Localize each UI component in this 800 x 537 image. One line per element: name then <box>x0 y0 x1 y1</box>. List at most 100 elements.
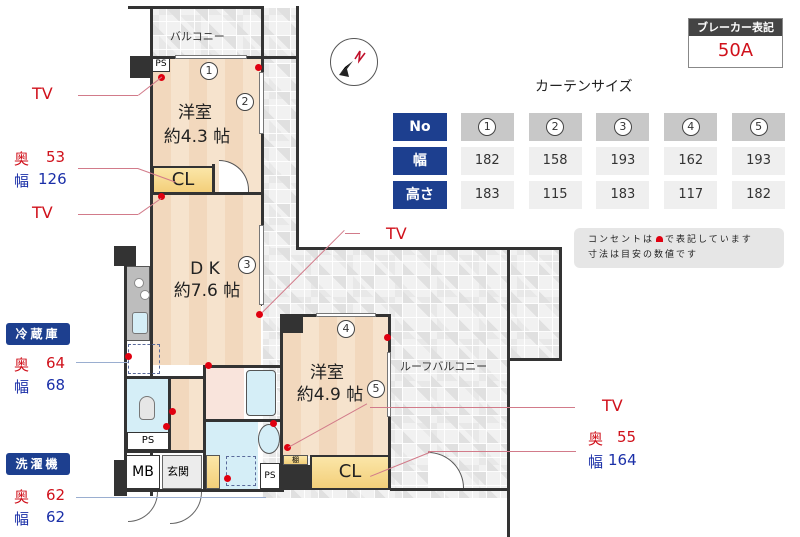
closet-1[interactable]: CL <box>152 166 214 194</box>
ps-box-1: PS <box>152 58 170 72</box>
dk-room <box>153 195 261 365</box>
window-2[interactable] <box>259 72 264 134</box>
height-cell-3: 183 <box>596 181 650 209</box>
compass-needle-icon <box>339 50 366 77</box>
leader-line <box>76 497 266 498</box>
cl-width-value: 126 <box>38 170 67 188</box>
wall <box>203 365 206 489</box>
wall <box>280 316 283 491</box>
outlet <box>169 408 176 415</box>
curtain-no-1: 1 <box>478 118 497 136</box>
wall <box>283 465 310 490</box>
entrance: 玄関 <box>162 455 202 489</box>
tv-label-4: TV <box>602 396 623 415</box>
cl2-depth-label: 奥 <box>588 430 604 448</box>
outlet <box>224 475 231 482</box>
window-1[interactable] <box>175 55 247 59</box>
washer-width-value: 62 <box>46 508 66 526</box>
window-4[interactable] <box>316 313 376 317</box>
outlet <box>205 362 212 369</box>
window-3[interactable] <box>259 225 264 305</box>
wall <box>283 315 303 333</box>
wall <box>507 247 510 537</box>
leader-line <box>78 168 138 169</box>
width-cell-2: 158 <box>528 147 582 175</box>
toilet-icon <box>139 396 155 420</box>
wall <box>124 450 204 453</box>
leader-line <box>428 451 576 452</box>
mb-box: MB <box>126 455 160 489</box>
wall <box>203 365 283 368</box>
stove-burner-icon <box>134 278 144 288</box>
table-row-no: No 1 2 3 4 5 <box>393 113 785 141</box>
wall <box>150 192 262 195</box>
cl-width-label: 幅 <box>14 172 30 190</box>
outlet <box>270 420 277 427</box>
window-5[interactable] <box>387 352 391 417</box>
hallway <box>171 379 204 450</box>
compass <box>330 38 378 86</box>
leader-line <box>370 407 575 408</box>
washer-depth-label: 奥 <box>14 488 30 506</box>
width-cell-1: 182 <box>460 147 514 175</box>
washer-space <box>226 456 256 486</box>
leader-line <box>78 214 138 215</box>
western-room-1-name: 洋室 <box>178 103 212 123</box>
curtain-no-2: 2 <box>546 118 565 136</box>
cl-depth-value: 53 <box>46 148 66 166</box>
tv-label-3: TV <box>386 224 407 243</box>
wall <box>390 488 510 491</box>
cl2-width-label: 幅 <box>588 453 604 471</box>
col-no-3: 3 <box>596 113 650 141</box>
window-marker-4: 4 <box>337 320 355 338</box>
outlet <box>125 353 132 360</box>
stove-burner-icon <box>140 290 150 300</box>
wall <box>150 56 153 496</box>
window-marker-1: 1 <box>200 62 218 80</box>
side-balcony-area <box>262 8 298 248</box>
notes-line-2: 寸法は目安の数値です <box>588 250 699 260</box>
curtain-no-3: 3 <box>613 118 632 136</box>
ps-box-3: PS <box>260 463 280 489</box>
outlet-legend-icon <box>656 236 664 242</box>
row-header-no: No <box>393 113 447 141</box>
wall <box>204 419 282 422</box>
notes-line-1-post: で表記しています <box>665 235 753 245</box>
dk-size: 約7.6 帖 <box>173 281 241 301</box>
closet-2[interactable]: CL <box>310 455 390 490</box>
wall <box>296 6 299 250</box>
wash-basin <box>258 424 280 454</box>
shelf: 棚 <box>283 455 308 465</box>
breaker-value: 50A <box>717 40 754 61</box>
leader-line <box>78 95 138 96</box>
breaker-title: ブレーカー表記 <box>689 19 782 36</box>
wall <box>114 460 126 496</box>
wall <box>124 376 204 379</box>
dk-name: D K <box>190 259 220 279</box>
fridge-depth-value: 64 <box>46 354 66 372</box>
balcony-label: バルコニー <box>170 30 225 43</box>
bath-changing-area <box>206 368 244 420</box>
height-cell-1: 183 <box>460 181 514 209</box>
wall <box>262 56 299 59</box>
col-no-1: 1 <box>460 113 514 141</box>
washer-depth-value: 62 <box>46 486 66 504</box>
curtain-no-5: 5 <box>749 118 768 136</box>
notes-box: コンセントはで表記しています 寸法は目安の数値です <box>574 228 784 268</box>
wall <box>124 489 284 492</box>
leader-line <box>76 362 128 363</box>
cl2-width-value: 164 <box>608 451 637 469</box>
height-cell-5: 182 <box>732 181 785 209</box>
balcony-area <box>152 8 262 58</box>
shoe-cabinet <box>206 455 220 489</box>
curtain-no-4: 4 <box>681 118 700 136</box>
outlet <box>158 193 165 200</box>
cl-depth-label: 奥 <box>14 150 30 168</box>
fridge-space <box>128 344 160 374</box>
curtain-table-title: カーテンサイズ <box>535 79 633 95</box>
table-row-height: 高さ 183 115 183 117 182 <box>393 181 785 209</box>
width-cell-3: 193 <box>596 147 650 175</box>
cl2-depth-value: 55 <box>617 428 637 446</box>
wall <box>130 56 152 78</box>
row-header-height: 高さ <box>393 181 447 209</box>
